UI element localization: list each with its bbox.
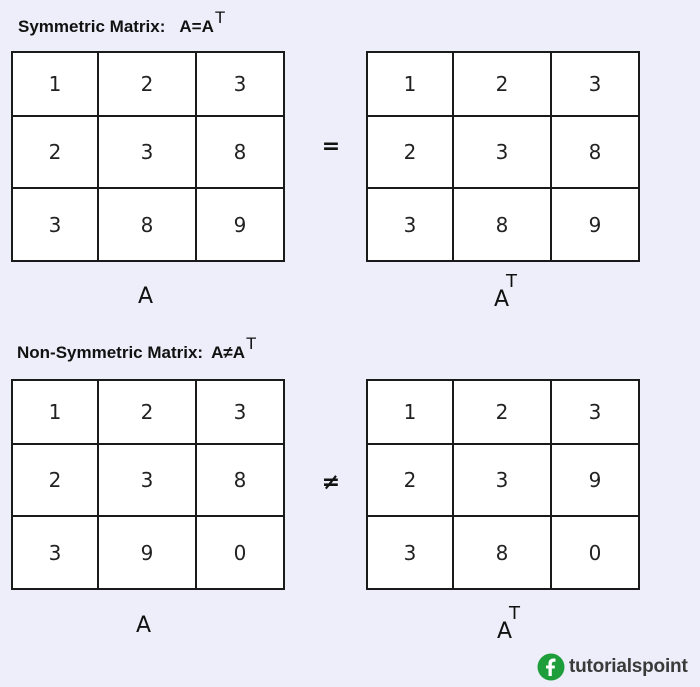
caption-at-sup: T	[506, 271, 517, 292]
caption-at-text: A	[494, 287, 510, 312]
matrix-cell: 3	[550, 379, 640, 445]
equals-sign: =	[321, 134, 341, 159]
matrix-cell: 3	[452, 443, 552, 517]
caption-a-text: A	[138, 284, 154, 309]
matrix-cell: 1	[366, 51, 454, 117]
matrix-cell: 8	[97, 187, 197, 262]
matrix-cell: 2	[452, 51, 552, 117]
non-symmetric-heading-expr: A≠A	[211, 343, 245, 362]
matrix-cell: 2	[366, 115, 454, 189]
matrix-cell: 3	[366, 187, 454, 262]
matrix-cell: 3	[366, 515, 454, 590]
matrix-cell: 0	[550, 515, 640, 590]
not-equals-sign: ≠	[321, 470, 341, 495]
matrix-cell: 3	[97, 115, 197, 189]
matrix-cell: 1	[11, 379, 99, 445]
matrix-cell: 8	[452, 515, 552, 590]
matrix-cell: 2	[97, 51, 197, 117]
matrix-cell: 3	[11, 187, 99, 262]
matrix-cell: 3	[195, 51, 285, 117]
matrix-cell: 2	[11, 115, 99, 189]
matrix-cell: 2	[452, 379, 552, 445]
matrix-cell: 1	[11, 51, 99, 117]
brand-text: tutorialspoint	[569, 656, 688, 677]
matrix-cell: 3	[550, 51, 640, 117]
non-symmetric-caption-a: A	[136, 614, 151, 638]
tutorialspoint-logo-icon	[537, 653, 565, 681]
symmetric-heading: Symmetric Matrix: A=AT	[18, 8, 225, 37]
symmetric-heading-text: Symmetric Matrix:	[18, 17, 166, 36]
matrix-cell: 2	[366, 443, 454, 517]
symmetric-caption-a: A	[138, 285, 153, 309]
symmetric-heading-sup: T	[214, 8, 226, 27]
matrix-cell: 9	[550, 443, 640, 517]
symmetric-heading-expr: A=A	[179, 17, 214, 36]
matrix-cell: 8	[452, 187, 552, 262]
matrix-cell: 9	[97, 515, 197, 590]
matrix-cell: 3	[195, 379, 285, 445]
non-symmetric-heading: Non-Symmetric Matrix: A≠AT	[17, 334, 256, 363]
matrix-cell: 3	[11, 515, 99, 590]
caption-at-sup: T	[509, 603, 520, 624]
non-symmetric-heading-text: Non-Symmetric Matrix:	[17, 343, 204, 362]
matrix-cell: 3	[97, 443, 197, 517]
matrix-cell: 3	[452, 115, 552, 189]
matrix-cell: 9	[550, 187, 640, 262]
non-symmetric-heading-sup: T	[246, 334, 257, 353]
caption-a-text: A	[136, 613, 152, 638]
matrix-cell: 8	[195, 115, 285, 189]
matrix-cell: 9	[195, 187, 285, 262]
matrix-cell: 1	[366, 379, 454, 445]
brand-logo: tutorialspoint	[537, 652, 688, 682]
matrix-cell: 2	[97, 379, 197, 445]
matrix-cell: 8	[550, 115, 640, 189]
caption-at-text: A	[497, 619, 513, 644]
matrix-cell: 2	[11, 443, 99, 517]
matrix-cell: 0	[195, 515, 285, 590]
matrix-cell: 8	[195, 443, 285, 517]
